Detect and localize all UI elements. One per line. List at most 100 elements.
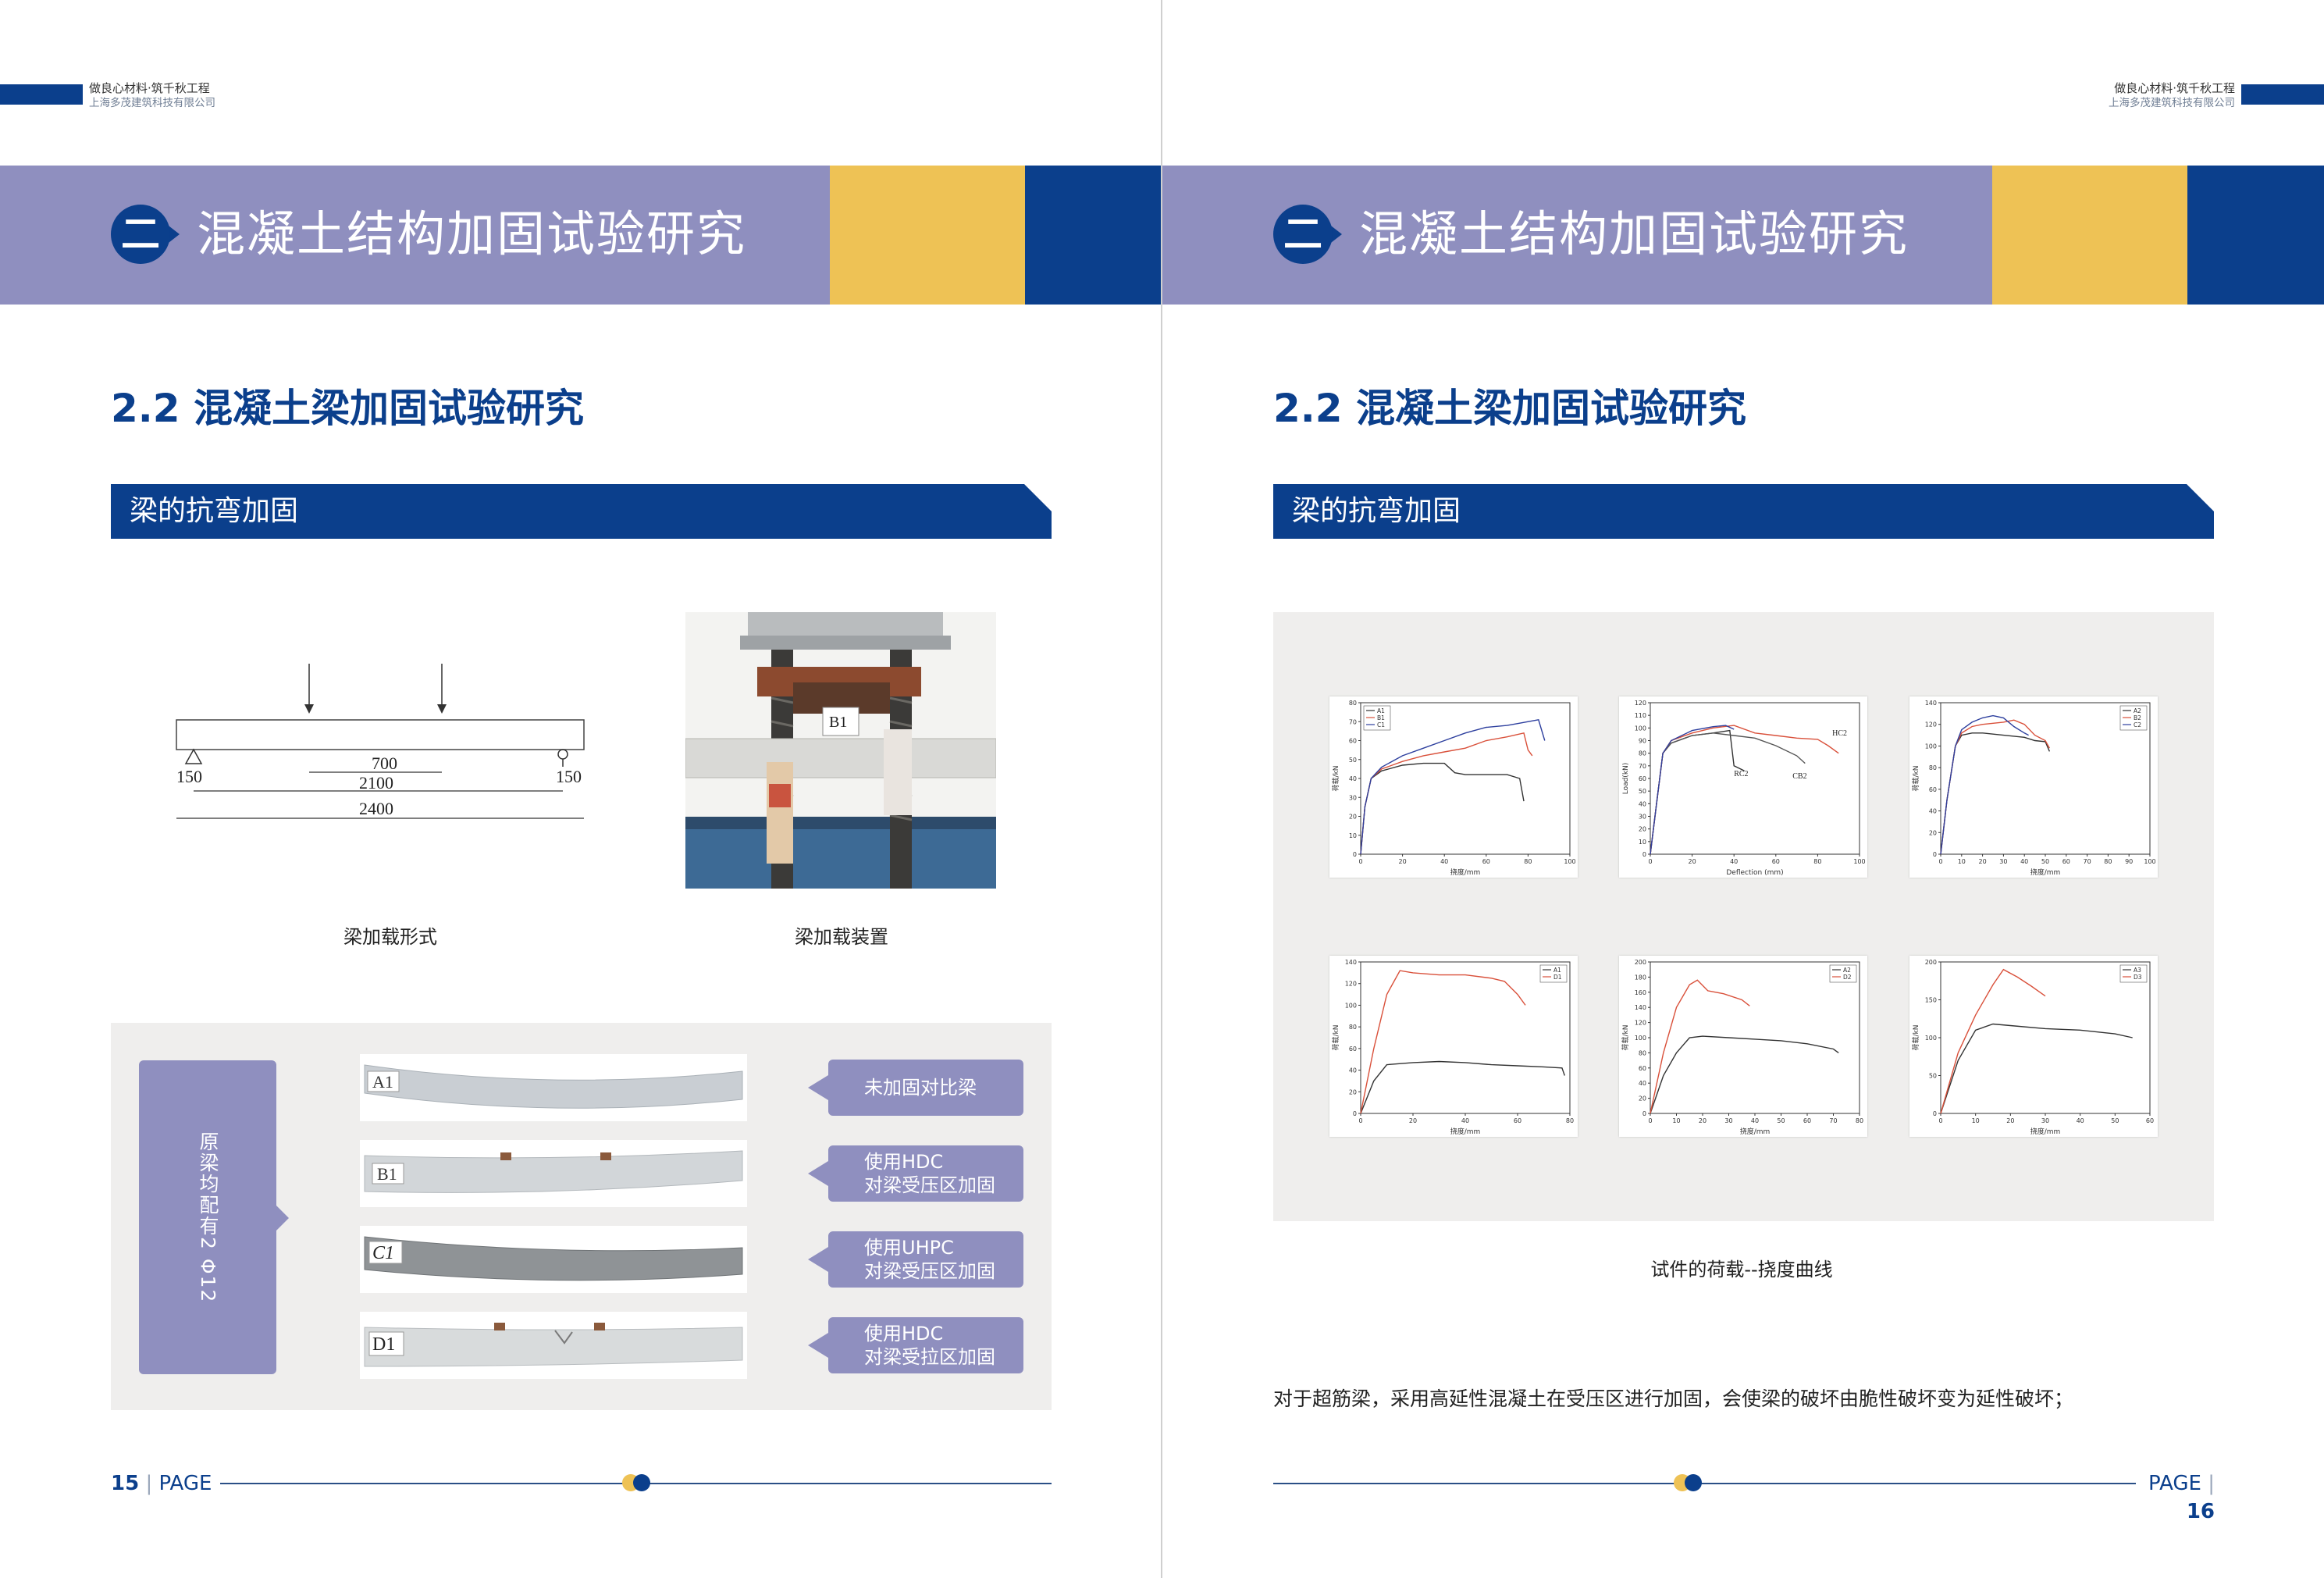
dim-150-right: 150 [556,767,582,786]
x-tick-label: 20 [1689,858,1696,865]
reinforcement-note-pointer [276,1206,289,1231]
x-tick-label: 60 [1482,858,1490,865]
y-tick-label: 60 [1349,1045,1357,1053]
x-tick-label: 80 [1856,1117,1863,1124]
y-tick-label: 70 [1349,718,1357,725]
plot-frame [1940,961,2151,1114]
chapter-number: 二 [121,212,160,257]
y-tick-label: 100 [1345,1002,1357,1009]
y-tick-label: 100 [1635,1035,1646,1042]
y-tick-label: 140 [1345,959,1357,966]
tag-pointer-c1 [808,1247,828,1272]
y-tick-label: 200 [1635,959,1646,966]
y-tick-label: 120 [1635,700,1646,707]
subsection-title: 梁的抗弯加固 [1292,495,1461,527]
y-tick-label: 100 [1925,1035,1937,1042]
series-line-A2 [1650,1035,1839,1114]
x-tick-label: 30 [1999,858,2007,865]
y-tick-label: 0 [1933,1110,1937,1117]
y-tick-label: 60 [1349,738,1357,745]
header-company: 上海多茂建筑科技有限公司 [89,97,215,109]
x-tick-label: 0 [1648,858,1652,865]
x-tick-label: 30 [1724,1117,1732,1124]
chapter-badge [111,205,170,264]
y-axis-label: Load(kN) [1622,763,1630,795]
tag-pointer-a1 [808,1075,828,1100]
chart-caption: 试件的荷载--挠度曲线 [1650,1259,1833,1281]
y-tick-label: 30 [1349,794,1357,801]
page-right: 做良心材料·筑千秋工程 上海多茂建筑科技有限公司 二 混凝土结构加固试验研究 2… [1162,0,2324,1578]
header-text: 做良心材料·筑千秋工程 上海多茂建筑科技有限公司 [89,81,215,111]
beam-tag-d1: 使用HDC 对梁受拉区加固 [828,1317,1023,1373]
y-tick-label: 10 [1349,832,1357,839]
footer-page-number-left: 15 | PAGE [111,1472,212,1495]
y-tick-label: 30 [1639,814,1646,821]
legend-entry: A2 [1843,967,1851,974]
dim-2400: 2400 [359,799,393,818]
x-axis-label: 挠度/mm [2030,867,2061,877]
chapter-number: 二 [1283,212,1322,257]
beam-image-a1: A1 [364,1064,743,1109]
y-tick-label: 100 [1925,743,1937,750]
beam-card-c1: C1 [360,1226,747,1293]
y-tick-label: 150 [1925,997,1937,1004]
x-tick-label: 0 [1358,1117,1362,1124]
tag-pointer-b1 [808,1161,828,1186]
y-tick-label: 0 [1353,1110,1357,1117]
y-tick-label: 40 [1349,1067,1357,1074]
y-tick-label: 50 [1639,788,1646,795]
legend-entry: C2 [2134,721,2141,728]
loading-apparatus-photo: B1 [685,612,996,889]
x-tick-label: 40 [2077,1117,2084,1124]
beam-image-d1: D1 [364,1323,743,1367]
annotation-rc2: RC2 [1734,770,1748,778]
x-axis-label: 挠度/mm [2030,1127,2061,1136]
y-tick-label: 20 [1349,1088,1357,1095]
x-tick-label: 30 [2041,1117,2049,1124]
y-tick-label: 60 [1639,775,1646,782]
beam-label-c1: C1 [372,1243,394,1263]
x-tick-label: 50 [1777,1117,1785,1124]
chapter-title: 混凝土结构加固试验研究 [1359,205,1909,262]
x-tick-label: 40 [1461,1117,1469,1124]
y-tick-label: 60 [1929,786,1937,793]
section-title: 2.2 混凝土梁加固试验研究 [111,386,584,431]
x-tick-label: 10 [1958,858,1966,865]
y-tick-label: 120 [1345,981,1357,988]
subsection-bar [1273,484,2214,539]
x-tick-label: 80 [2104,858,2112,865]
beam-tag-a1-line1: 未加固对比梁 [864,1077,977,1099]
header-slogan: 做良心材料·筑千秋工程 [2114,81,2235,95]
x-tick-label: 60 [1772,858,1780,865]
reinforcement-note: 原梁均配有2 Φ12 [197,1131,219,1304]
x-tick-label: 70 [1829,1117,1837,1124]
beam-tag-c1-line2: 对梁受压区加固 [864,1260,995,1282]
series-line-C2 [1940,714,2029,855]
series-line-D1 [1360,970,1526,1114]
y-tick-label: 110 [1635,712,1646,719]
legend-entry: B1 [1377,714,1385,721]
y-tick-label: 80 [1349,700,1357,707]
beam-card-a1: A1 [360,1054,747,1121]
x-tick-label: 40 [1751,1117,1759,1124]
subsection-title: 梁的抗弯加固 [130,495,299,527]
y-tick-label: 40 [1639,800,1646,807]
series-line-D3 [1940,968,2046,1114]
x-tick-label: 20 [1979,858,1987,865]
x-tick-label: 80 [1813,858,1821,865]
body-paragraph: 对于超筋梁，采用高延性混凝土在受压区进行加固，会使梁的破坏由脆性破坏变为延性破坏… [1273,1387,2074,1410]
series-line-A3 [1940,1023,2133,1114]
y-tick-label: 0 [1642,1110,1646,1117]
footer-page-num: 15 [111,1472,140,1495]
x-tick-label: 0 [1648,1117,1652,1124]
plot-frame [1360,702,1571,855]
y-axis-label: 荷载/kN [1331,1025,1340,1051]
annotation-cb2: CB2 [1792,772,1806,781]
beam-tag-b1: 使用HDC 对梁受压区加固 [828,1145,1023,1202]
